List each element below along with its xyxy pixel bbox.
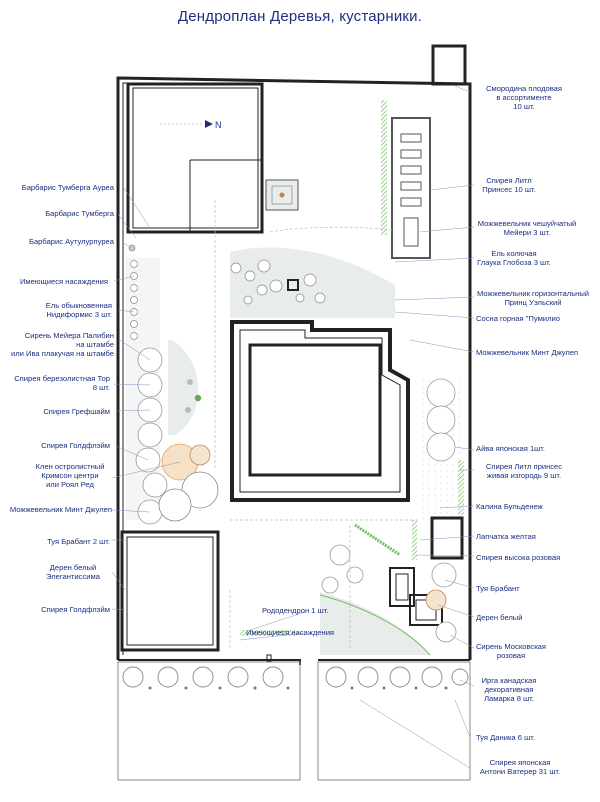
top-center-plantings: [230, 259, 326, 305]
label-juniper-mint-julep-left: Можжевельник Минт Джулеп: [9, 505, 112, 514]
boundary-outer: [116, 76, 472, 660]
plan-title: Дендроплан Деревья, кустарники.: [177, 8, 423, 25]
left-bulge-shrubs: [185, 379, 202, 413]
label-barberry: Барбарис Тумберга: [45, 209, 114, 218]
label-spirea-tor: Спирея березолистная Тор 8 шт.: [14, 374, 110, 392]
hedge-right-mid: [412, 520, 417, 560]
label-spirea-little-princess: Спирея Литл Принсес 10 шт.: [482, 176, 536, 194]
label-dogwood-elegantissima: Дерен белый Элегантиссима: [46, 563, 100, 581]
left-trees: [135, 347, 219, 525]
bottom-row-trees: [122, 666, 469, 688]
building-top-left: [126, 82, 264, 234]
building-bottom-left: [120, 530, 220, 652]
shed-top-right: [431, 44, 467, 86]
raised-beds: [391, 117, 431, 259]
label-existing-plantings-left: Имеющиеся насаждения: [19, 277, 108, 286]
hedge-bottom-center: [240, 630, 295, 636]
label-thuja-brabant-2: Туя Брабант 2 шт.: [47, 537, 110, 546]
label-lilac-moscow: Сирень Московская розовая: [475, 642, 547, 660]
right-trees: [425, 378, 457, 643]
label-spruce-nidiformis: Ель обыкновенная Нидиформис 3 шт.: [45, 301, 112, 319]
bottom-center-plantings: [321, 544, 364, 594]
bottom-row-shrubs: [148, 686, 448, 690]
gazebo: [265, 179, 299, 211]
label-dogwood-white: Дерен белый: [476, 613, 523, 622]
bottom-beds: [117, 661, 471, 781]
lawn-bottom-arc: [320, 592, 430, 655]
label-quince: Айва японская 1шт.: [476, 444, 546, 453]
label-existing-plantings-center: Имеющиеся насаждения: [246, 628, 335, 637]
label-spirea-hedge: Спирея Литл принсес живая изгородь 9 шт.: [485, 462, 563, 480]
leader-lines: [111, 85, 475, 769]
north-label: N: [215, 120, 222, 130]
hedge-diagonal: [354, 523, 401, 557]
label-thuja-brabant: Туя Брабант: [476, 584, 520, 593]
garden-paths: [214, 200, 420, 650]
label-spirea-goldflame-2: Спирея Голдфлэйм: [41, 605, 110, 614]
hedge-hatches: [240, 100, 464, 656]
main-house: [230, 320, 410, 502]
hedge-arc-right: [319, 594, 431, 656]
label-rhododendron: Рододендрон 1 шт.: [262, 606, 329, 615]
hedge-right-long: [458, 460, 464, 515]
lawn-left-bulge: [168, 340, 199, 435]
label-maple-crimson: Клен остролистный Кримсон центри или Роя…: [35, 462, 105, 489]
label-barberry-aurea: Барбарис Тумберга Ауреа: [21, 183, 114, 192]
gate-post: [266, 654, 272, 662]
label-amelanchier: Ирга канадская декоративная Ламарка 8 шт…: [481, 676, 537, 703]
label-pine-pumilio: Сосна горная "Пумилио: [476, 314, 560, 323]
label-spirea-grefsheim: Спирея Грефшайм: [43, 407, 110, 416]
label-spirea-anthony-waterer: Спирея японская Антони Ватерер 31 шт.: [479, 758, 561, 776]
label-spruce-glauca-globosa: Ель колючая Глаука Глобоза 3 шт.: [477, 249, 551, 267]
label-juniper-mint-julep-right: Можжевельник Минт Джулеп: [476, 348, 579, 357]
hedge-top-right: [381, 100, 387, 235]
label-juniper-meyeri: Можжевельник чешуйчатый Мейери 3 шт.: [477, 219, 577, 237]
label-currant: Смородина плодовая в ассортименте 10 шт.: [485, 84, 563, 111]
label-spirea-goldflame-1: Спирея Голдфлэйм: [41, 441, 110, 450]
label-potentilla: Лапчатка желтая: [476, 532, 536, 541]
label-barberry-atropurpurea: Барбарис Аутулурпурea: [28, 237, 114, 246]
label-juniper-prince-wales: Можжевельник горизонтальный Принц Уэльск…: [476, 289, 590, 307]
left-hedge-plants: [128, 244, 138, 340]
north-arrow: [160, 120, 213, 128]
label-spirea-tall-pink: Спирея высока розовая: [476, 553, 561, 562]
label-viburnum: Калина Бульденеж: [476, 502, 543, 511]
label-thuja-danica: Туя Даника 6 шт.: [476, 733, 535, 742]
label-lilac-meyer: Сирень Мейера Палибин на штамбе или Ива …: [11, 331, 114, 358]
